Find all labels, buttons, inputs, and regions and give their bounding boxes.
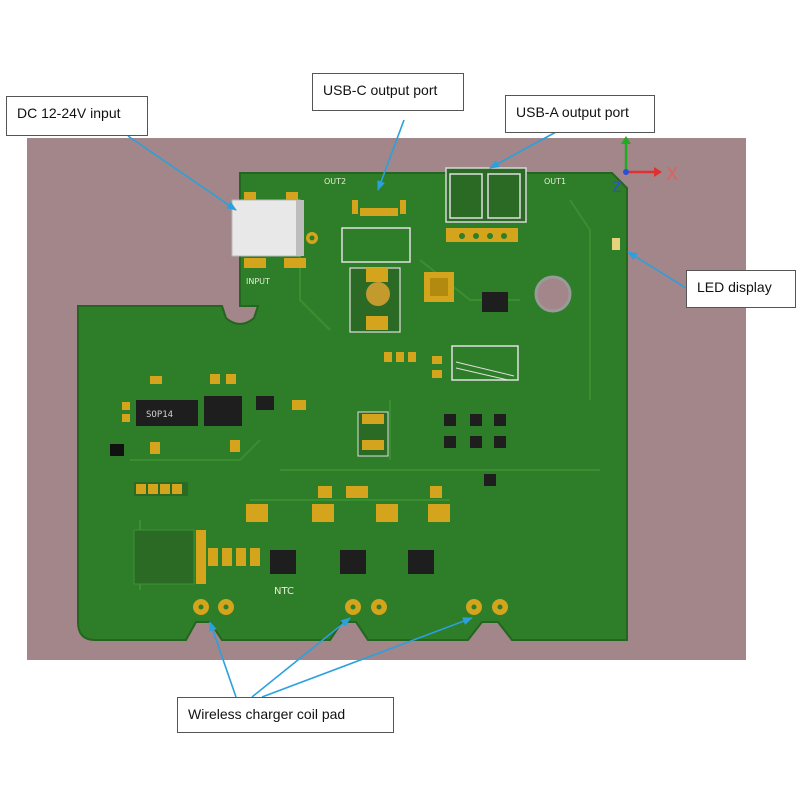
callout-usb-a: USB-A output port bbox=[505, 95, 655, 133]
pcb-board bbox=[77, 172, 628, 641]
axis-x-label: X bbox=[666, 164, 678, 185]
axis-z-label: Z bbox=[612, 180, 622, 196]
mosfet-array bbox=[444, 414, 506, 486]
callout-led: LED display bbox=[686, 270, 796, 308]
mounting-hole bbox=[534, 275, 572, 313]
callout-usb-c: USB-C output port bbox=[312, 73, 464, 111]
inductor-right bbox=[451, 345, 519, 381]
pcb-traces bbox=[130, 199, 600, 590]
small-parts-left bbox=[110, 374, 306, 456]
ic-soic-top bbox=[482, 292, 508, 312]
power-block bbox=[133, 529, 260, 585]
ic-qfn bbox=[424, 272, 454, 302]
inductor-center bbox=[357, 411, 389, 457]
coil-drivers bbox=[270, 550, 434, 574]
sop14-chip bbox=[136, 400, 198, 426]
capacitor-row bbox=[246, 486, 450, 522]
dc-input-connector bbox=[231, 192, 318, 268]
led-indicator bbox=[612, 238, 620, 250]
header-pins bbox=[134, 482, 188, 496]
usb-c-connector bbox=[352, 200, 406, 216]
silk-out2: OUT2 bbox=[324, 177, 346, 186]
silk-input: INPUT bbox=[246, 277, 270, 286]
inductor-top bbox=[341, 227, 411, 333]
silk-ntc: NTC bbox=[274, 586, 294, 597]
usb-a-connector bbox=[445, 167, 527, 242]
resistor-row bbox=[384, 352, 442, 378]
callout-dc-input: DC 12-24V input bbox=[6, 96, 148, 136]
silk-sop14: SOP14 bbox=[146, 410, 173, 420]
callout-coil: Wireless charger coil pad bbox=[177, 697, 394, 733]
callout-arrows bbox=[127, 119, 687, 698]
axis-triad: X Z bbox=[612, 136, 678, 196]
silk-out1: OUT1 bbox=[544, 177, 566, 186]
ic-chip-left bbox=[204, 396, 242, 426]
coil-pads bbox=[193, 599, 508, 615]
